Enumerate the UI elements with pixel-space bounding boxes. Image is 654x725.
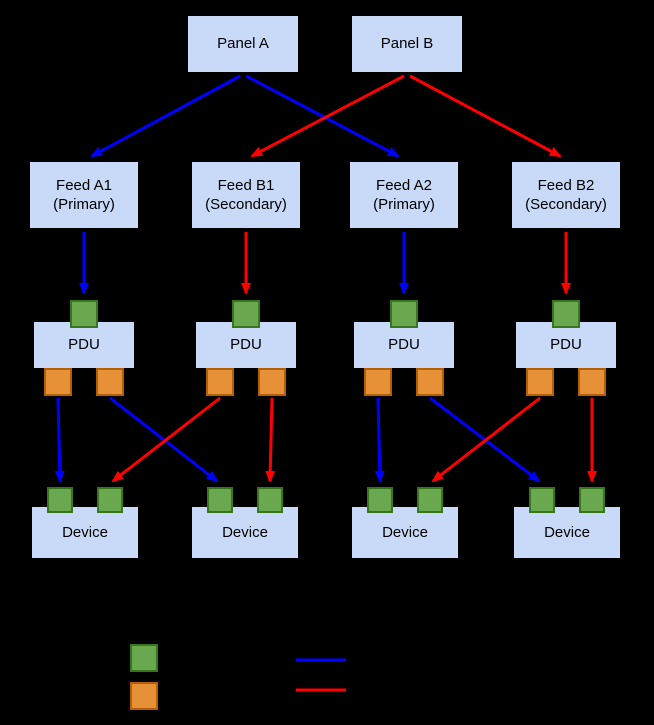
pdu3-label: PDU xyxy=(388,336,420,354)
device2-input-port-left xyxy=(207,487,233,513)
device4-input-port-left xyxy=(529,487,555,513)
device4-node: Device xyxy=(512,505,622,560)
arrow-pdu1R-to-device2L xyxy=(109,396,219,483)
feed-a1-node: Feed A1 (Primary) xyxy=(28,160,140,230)
feed-b2-label: Feed B2 xyxy=(537,176,595,194)
device1-input-port-left xyxy=(47,487,73,513)
arrow-panel-b-to-feed-b1 xyxy=(250,74,405,158)
pdu4-label: PDU xyxy=(550,336,582,354)
pdu2-label: PDU xyxy=(230,336,262,354)
arrow-pdu1L-to-device1L xyxy=(54,397,65,483)
device4-input-port-right xyxy=(579,487,605,513)
device1-input-port-right xyxy=(97,487,123,513)
device2-node: Device xyxy=(190,505,300,560)
pdu2-node: PDU xyxy=(194,320,298,370)
pdu4-output-port-right xyxy=(578,368,606,396)
feed-a1-sublabel: (Primary) xyxy=(53,196,115,213)
arrow-pdu2L-to-device1R xyxy=(111,396,221,483)
device2-input-port-right xyxy=(257,487,283,513)
pdu4-node: PDU xyxy=(514,320,618,370)
panel-b-label: Panel B xyxy=(380,35,434,53)
pdu2-output-port-right xyxy=(258,368,286,396)
device2-label: Device xyxy=(222,523,268,541)
feed-a1-label: Feed A1 xyxy=(56,176,112,194)
panel-a-node: Panel A xyxy=(186,14,300,74)
feed-b2-sublabel: (Secondary) xyxy=(525,196,607,213)
pdu2-output-port-left xyxy=(206,368,234,396)
pdu1-output-port-right xyxy=(96,368,124,396)
arrow-panel-a-to-feed-a1 xyxy=(90,74,241,158)
pdu1-output-port-left xyxy=(44,368,72,396)
feed-b1-node: Feed B1 (Secondary) xyxy=(190,160,302,230)
arrow-pdu4L-to-device3R xyxy=(431,396,541,483)
pdu4-output-port-left xyxy=(526,368,554,396)
arrow-panel-a-to-feed-a2 xyxy=(245,74,400,158)
device3-input-port-left xyxy=(367,487,393,513)
device4-label: Device xyxy=(544,523,590,541)
pdu3-input-port xyxy=(390,300,418,328)
arrow-panel-b-to-feed-b2 xyxy=(409,74,562,158)
arrow-pdu3L-to-device3L xyxy=(374,397,385,483)
feed-b1-label: Feed B1 xyxy=(217,176,275,194)
device3-input-port-right xyxy=(417,487,443,513)
feed-a2-sublabel: (Primary) xyxy=(373,196,435,213)
pdu1-label: PDU xyxy=(68,336,100,354)
legend-green-input-port-swatch xyxy=(130,644,158,672)
pdu4-input-port xyxy=(552,300,580,328)
pdu1-input-port xyxy=(70,300,98,328)
device3-node: Device xyxy=(350,505,460,560)
device1-label: Device xyxy=(62,523,108,541)
device1-node: Device xyxy=(30,505,140,560)
arrow-pdu2R-to-device2R xyxy=(265,397,276,483)
panel-a-label: Panel A xyxy=(217,35,269,53)
legend-orange-output-port-swatch xyxy=(130,682,158,710)
pdu2-input-port xyxy=(232,300,260,328)
device3-label: Device xyxy=(382,523,428,541)
pdu3-output-port-right xyxy=(416,368,444,396)
panel-b-node: Panel B xyxy=(350,14,464,74)
pdu1-node: PDU xyxy=(32,320,136,370)
feed-a2-node: Feed A2 (Primary) xyxy=(348,160,460,230)
pdu3-output-port-left xyxy=(364,368,392,396)
feed-b2-node: Feed B2 (Secondary) xyxy=(510,160,622,230)
feed-b1-sublabel: (Secondary) xyxy=(205,196,287,213)
feed-a2-label: Feed A2 xyxy=(376,176,432,194)
pdu3-node: PDU xyxy=(352,320,456,370)
